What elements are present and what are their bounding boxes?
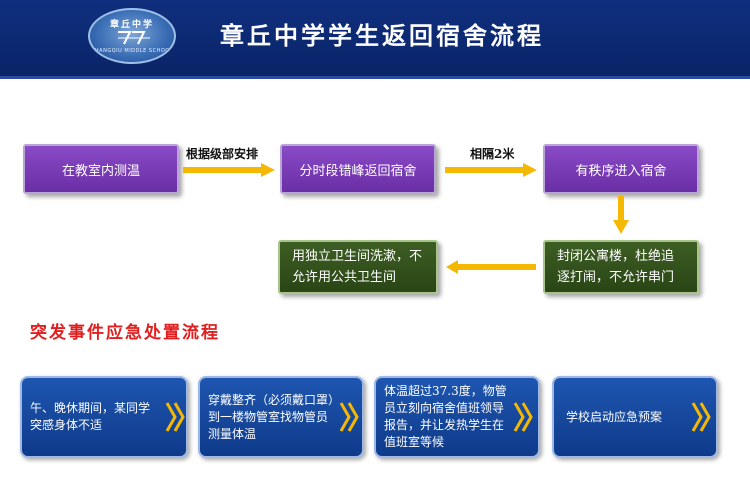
flow-arrow-label-schedule: 根据级部安排	[186, 147, 259, 161]
arrow-right-icon	[445, 163, 537, 177]
flow-step-orderly-entry: 有秩序进入宿舍	[543, 144, 699, 194]
emergency-step-label: 穿戴整齐（必须戴口罩）到一楼物管室找物管员测量体温	[208, 392, 335, 441]
arrow-left-icon	[446, 260, 536, 274]
header-divider	[0, 76, 750, 79]
emergency-step-activate-plan: 学校启动应急预案	[552, 376, 718, 458]
arrow-right-icon	[183, 163, 275, 177]
chevron-right-icon	[513, 402, 533, 432]
flow-arrow-label-distance: 相隔2米	[470, 147, 515, 161]
flow-step-measure-temperature: 在教室内测温	[23, 144, 179, 194]
emergency-step-feel-unwell: 午、晚休期间，某同学突感身体不适	[20, 376, 188, 458]
flow-step-label: 有秩序进入宿舍	[575, 163, 667, 179]
chevron-right-icon	[339, 402, 359, 432]
flow-step-label: 用独立卫生间洗漱，不允许用公共卫生间	[292, 249, 423, 285]
emergency-step-label: 体温超过37.3度，物管员立刻向宿舍值班领导报告，并让发热学生在值班室等候	[384, 384, 507, 449]
chevron-right-icon	[691, 402, 711, 432]
school-logo: 章丘中学 ZHANGQIU MIDDLE SCHOOL	[88, 8, 176, 64]
flow-step-label: 分时段错峰返回宿舍	[299, 163, 417, 179]
flow-step-private-bathroom: 用独立卫生间洗漱，不允许用公共卫生间	[278, 240, 438, 294]
emergency-step-label: 午、晚休期间，某同学突感身体不适	[30, 401, 151, 432]
flow-step-label: 在教室内测温	[61, 163, 140, 179]
arrow-down-icon	[613, 196, 629, 234]
emergency-section-title: 突发事件应急处置流程	[30, 323, 220, 343]
flow-step-closed-dorm: 封闭公寓楼，杜绝追逐打闹，不允许串门	[543, 240, 699, 294]
logo-text: 章丘中学	[109, 20, 154, 30]
logo-subtext: ZHANGQIU MIDDLE SCHOOL	[91, 48, 173, 54]
chevron-right-icon	[165, 402, 185, 432]
flow-step-staggered-return: 分时段错峰返回宿舍	[280, 144, 436, 194]
emergency-step-fever-report: 体温超过37.3度，物管员立刻向宿舍值班领导报告，并让发热学生在值班室等候	[374, 376, 540, 458]
emergency-step-report-to-manager: 穿戴整齐（必须戴口罩）到一楼物管室找物管员测量体温	[198, 376, 364, 458]
flow-step-label: 封闭公寓楼，杜绝追逐打闹，不允许串门	[557, 249, 675, 285]
emergency-step-label: 学校启动应急预案	[566, 409, 663, 424]
page-title: 章丘中学学生返回宿舍流程	[220, 21, 544, 50]
logo-mark-icon	[118, 31, 150, 45]
